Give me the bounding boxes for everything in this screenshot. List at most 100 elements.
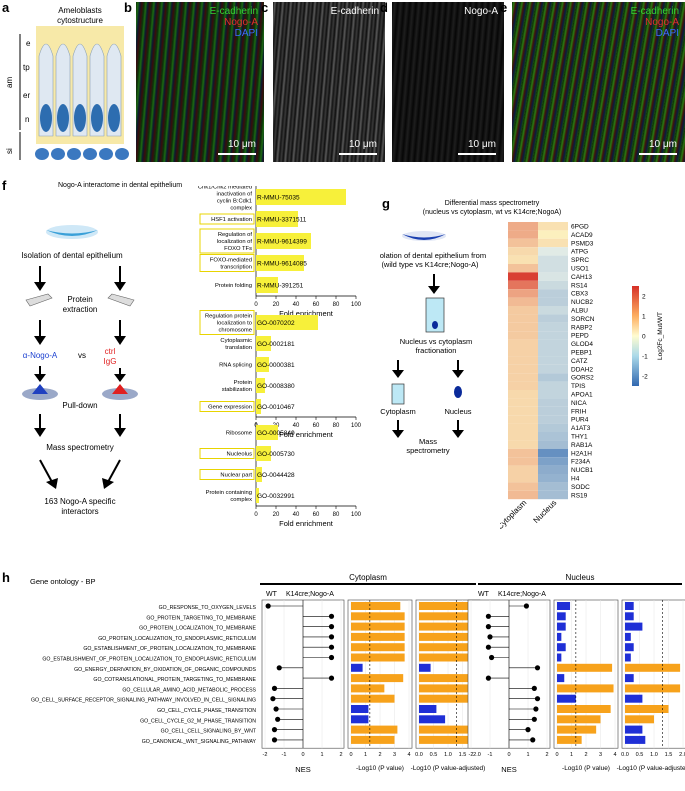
padj-axis-label: -Log10 (P value-adjusted) xyxy=(411,765,486,772)
gene-label: DDAH2 xyxy=(571,366,593,373)
tick-label: 2 xyxy=(339,752,342,758)
tube-icon xyxy=(107,293,135,307)
lollipop-dot xyxy=(328,624,335,630)
x-axis-label: Fold enrichment xyxy=(279,309,334,318)
heatmap-cell-nucleus xyxy=(538,465,568,474)
gene-label: CAH13 xyxy=(571,274,592,281)
bar xyxy=(256,255,304,271)
arrow-icon xyxy=(114,266,126,291)
tick-label: 2.0 xyxy=(679,752,685,758)
category-label: translation xyxy=(225,345,252,351)
si-cell xyxy=(35,148,49,160)
category-label: Gene expression xyxy=(208,405,252,411)
legend-wt: WT xyxy=(266,591,278,598)
lollipop-dot xyxy=(523,603,530,609)
category-label: inactivation of xyxy=(217,192,253,198)
heatmap-cell-nucleus xyxy=(538,272,568,281)
go-term-label: GO_PROTEIN_LOCALIZATION_TO_MEMBRANE xyxy=(139,626,256,632)
heatmap-cell-nucleus xyxy=(538,238,568,248)
go-term-label: GO_ENERGY_DERIVATION_BY_OXIDATION_OF_ORG… xyxy=(74,667,256,673)
scale-bar-label: 10 μm xyxy=(228,139,256,150)
nes-axis-label: NES xyxy=(501,765,516,774)
lollipop-dot xyxy=(328,654,335,661)
bar xyxy=(256,315,318,330)
bar xyxy=(256,189,346,205)
gene-label: H2A1H xyxy=(571,450,592,457)
ameloblast-cells xyxy=(35,43,129,160)
channel-label: DAPI xyxy=(655,28,679,39)
bar xyxy=(256,378,265,393)
g-flow-fract-2: fractionation xyxy=(416,346,457,355)
channel-label: Nogo-A xyxy=(464,6,498,17)
gene-label: 6PGD xyxy=(571,224,589,231)
pvalue-axis-label: -Log10 (P value) xyxy=(562,765,610,772)
section-header: Cytoplasm xyxy=(349,573,387,582)
category-label: Nuclear part xyxy=(220,473,252,479)
lollipop-dot xyxy=(270,696,276,702)
bar xyxy=(256,399,261,414)
panel-b-letter: b xyxy=(124,0,132,15)
g-flow-nuc: Nucleus xyxy=(444,407,471,416)
zone-er: er xyxy=(23,91,30,100)
x-tick-label: 60 xyxy=(313,423,320,429)
g-flow-ms-1: Mass xyxy=(419,437,437,446)
pvalue-bar xyxy=(557,643,566,652)
padj-bar xyxy=(419,735,486,744)
cell-nucleus xyxy=(74,104,86,132)
category-label: Protein folding xyxy=(215,283,252,289)
si-cell xyxy=(51,148,65,160)
panel-g-heatmap: 6PGDACAD9PSMD3ATPGSPRCUSO1CAH13RS14CBX3N… xyxy=(500,222,664,531)
tick-label: 0 xyxy=(349,752,352,758)
tick-label: -1 xyxy=(488,752,493,758)
lollipop-dot xyxy=(271,685,278,691)
gene-label: GLOD4 xyxy=(571,341,593,348)
flow-isolation: Isolation of dental epithelium xyxy=(21,251,123,260)
padj-bar xyxy=(419,653,504,662)
tick-label: 3 xyxy=(599,752,602,758)
gene-label: SPRC xyxy=(571,257,589,264)
heatmap-cell-nucleus xyxy=(538,247,568,256)
category-label: Nucleolus xyxy=(227,452,253,458)
padj-bar xyxy=(625,735,646,744)
legend-wt: WT xyxy=(478,591,490,598)
channel-label: Nogo-A xyxy=(645,17,679,28)
cell-nucleus xyxy=(57,104,69,132)
pvalue-bar xyxy=(557,663,613,672)
colorbar-tick: 2 xyxy=(642,294,646,301)
panel-g-letter: g xyxy=(382,196,390,211)
panel-f-letter: f xyxy=(2,178,7,193)
pvalue-bar xyxy=(351,663,363,672)
padj-bar xyxy=(625,622,643,631)
pvalue-bar xyxy=(351,622,405,631)
padj-bar xyxy=(625,684,681,693)
lollipop-dot xyxy=(488,654,495,661)
gene-label: SODC xyxy=(571,484,590,491)
lollipop-dot xyxy=(525,727,531,733)
arrow-icon xyxy=(34,414,46,437)
padj-bar xyxy=(419,663,431,672)
heatmap-cell-cytoplasm xyxy=(508,490,538,500)
tick-label: 1.5 xyxy=(665,752,673,758)
padj-bar xyxy=(419,725,489,734)
gene-label: PEBP1 xyxy=(571,350,592,357)
panel-a-title-line2: cytostructure xyxy=(57,16,103,25)
g-flow-cyto: Cytoplasm xyxy=(380,407,415,416)
go-term-label: GO_ESTABLISHMENT_OF_PROTEIN_LOCALIZATION… xyxy=(42,657,256,663)
x-tick-label: 20 xyxy=(273,512,280,518)
bar xyxy=(256,357,269,372)
tick-label: 1 xyxy=(526,752,529,758)
bar xyxy=(256,446,271,461)
lollipop-dot xyxy=(276,665,282,671)
heatmap-cell-cytoplasm xyxy=(508,474,538,483)
cell-nucleus xyxy=(40,104,52,132)
heatmap-cell-nucleus xyxy=(538,406,568,416)
pvalue-bar xyxy=(351,602,401,610)
category-label: Ribosome xyxy=(226,431,252,437)
panel-a-title-line1: Ameloblasts xyxy=(58,6,102,15)
gene-label: CBX3 xyxy=(571,291,588,298)
x-tick-label: 80 xyxy=(333,423,340,429)
tick-label: 4 xyxy=(613,752,616,758)
arrow-icon xyxy=(452,360,464,378)
